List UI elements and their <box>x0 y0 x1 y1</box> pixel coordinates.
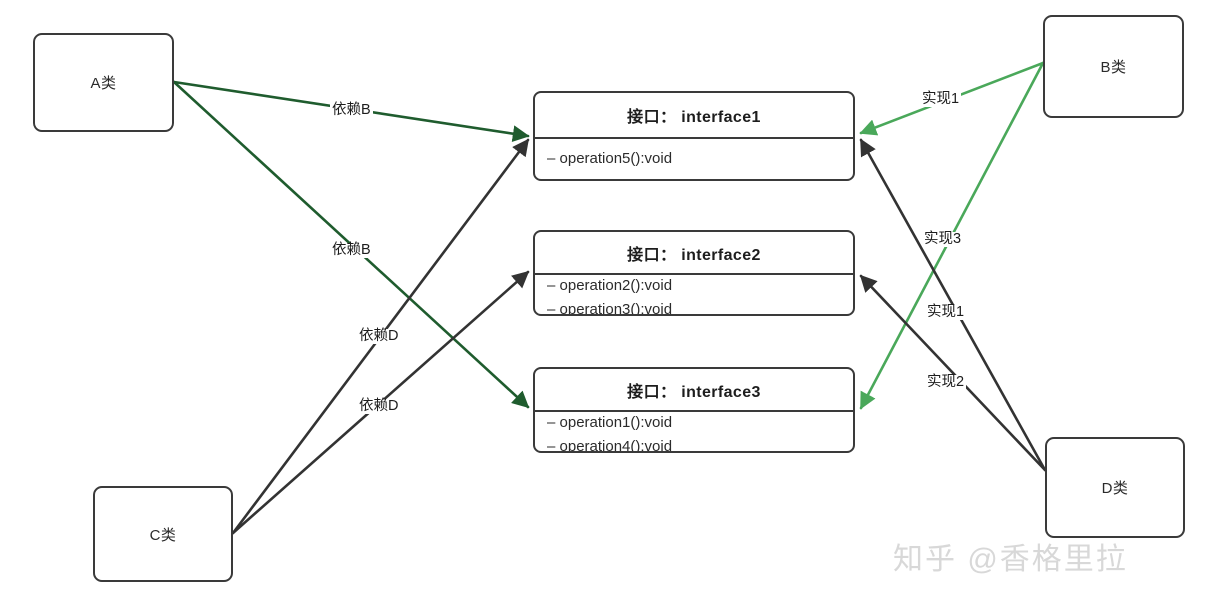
class-node-a[interactable]: A类 <box>33 33 174 132</box>
class-node-label: D类 <box>1101 480 1129 497</box>
interface-title: 接口： interface2 <box>535 232 853 275</box>
edge-label-d-to-if2: 实现2 <box>925 374 967 390</box>
interface-node-interface1[interactable]: 接口： interface1 – operation5():void <box>533 91 855 181</box>
interface-node-interface2[interactable]: 接口： interface2– operation2():void– opera… <box>533 230 855 316</box>
class-node-b[interactable]: B类 <box>1043 15 1184 118</box>
interface-node-interface3[interactable]: 接口： interface3– operation1():void– opera… <box>533 367 855 453</box>
class-node-c[interactable]: C类 <box>93 486 233 582</box>
interface-operation: – operation2():void <box>547 277 673 294</box>
edge-label-a-to-if1: 依赖B <box>330 102 373 118</box>
class-node-label: B类 <box>1100 59 1127 76</box>
edge-label-a-to-if3: 依赖B <box>330 242 373 258</box>
class-node-label: A类 <box>90 75 117 92</box>
edge-label-b-to-if1: 实现1 <box>920 91 962 107</box>
edge-label-b-to-if3: 实现3 <box>922 231 964 247</box>
edge-label-c-to-if1: 依赖D <box>357 328 401 344</box>
edge-label-c-to-if2: 依赖D <box>357 398 401 414</box>
interface-operations: – operation2():void – operation3():void <box>535 275 853 316</box>
class-node-label: C类 <box>149 526 177 544</box>
class-node-d[interactable]: D类 <box>1045 437 1185 538</box>
interface-operation: – operation4():void <box>547 437 673 453</box>
interface-operation: – operation1():void <box>547 414 673 431</box>
interface-operations: – operation5():void <box>535 139 853 179</box>
interface-title: 接口： interface3 <box>535 369 853 412</box>
interface-title: 接口： interface1 <box>535 93 853 139</box>
interface-operations: – operation1():void – operation4():void <box>535 412 853 453</box>
interface-operation: – operation3():void <box>547 300 673 316</box>
interface-operation: – operation5():void <box>547 150 673 168</box>
watermark: 知乎 @香格里拉 <box>893 543 1128 576</box>
edge-label-d-to-if1: 实现1 <box>925 304 967 320</box>
